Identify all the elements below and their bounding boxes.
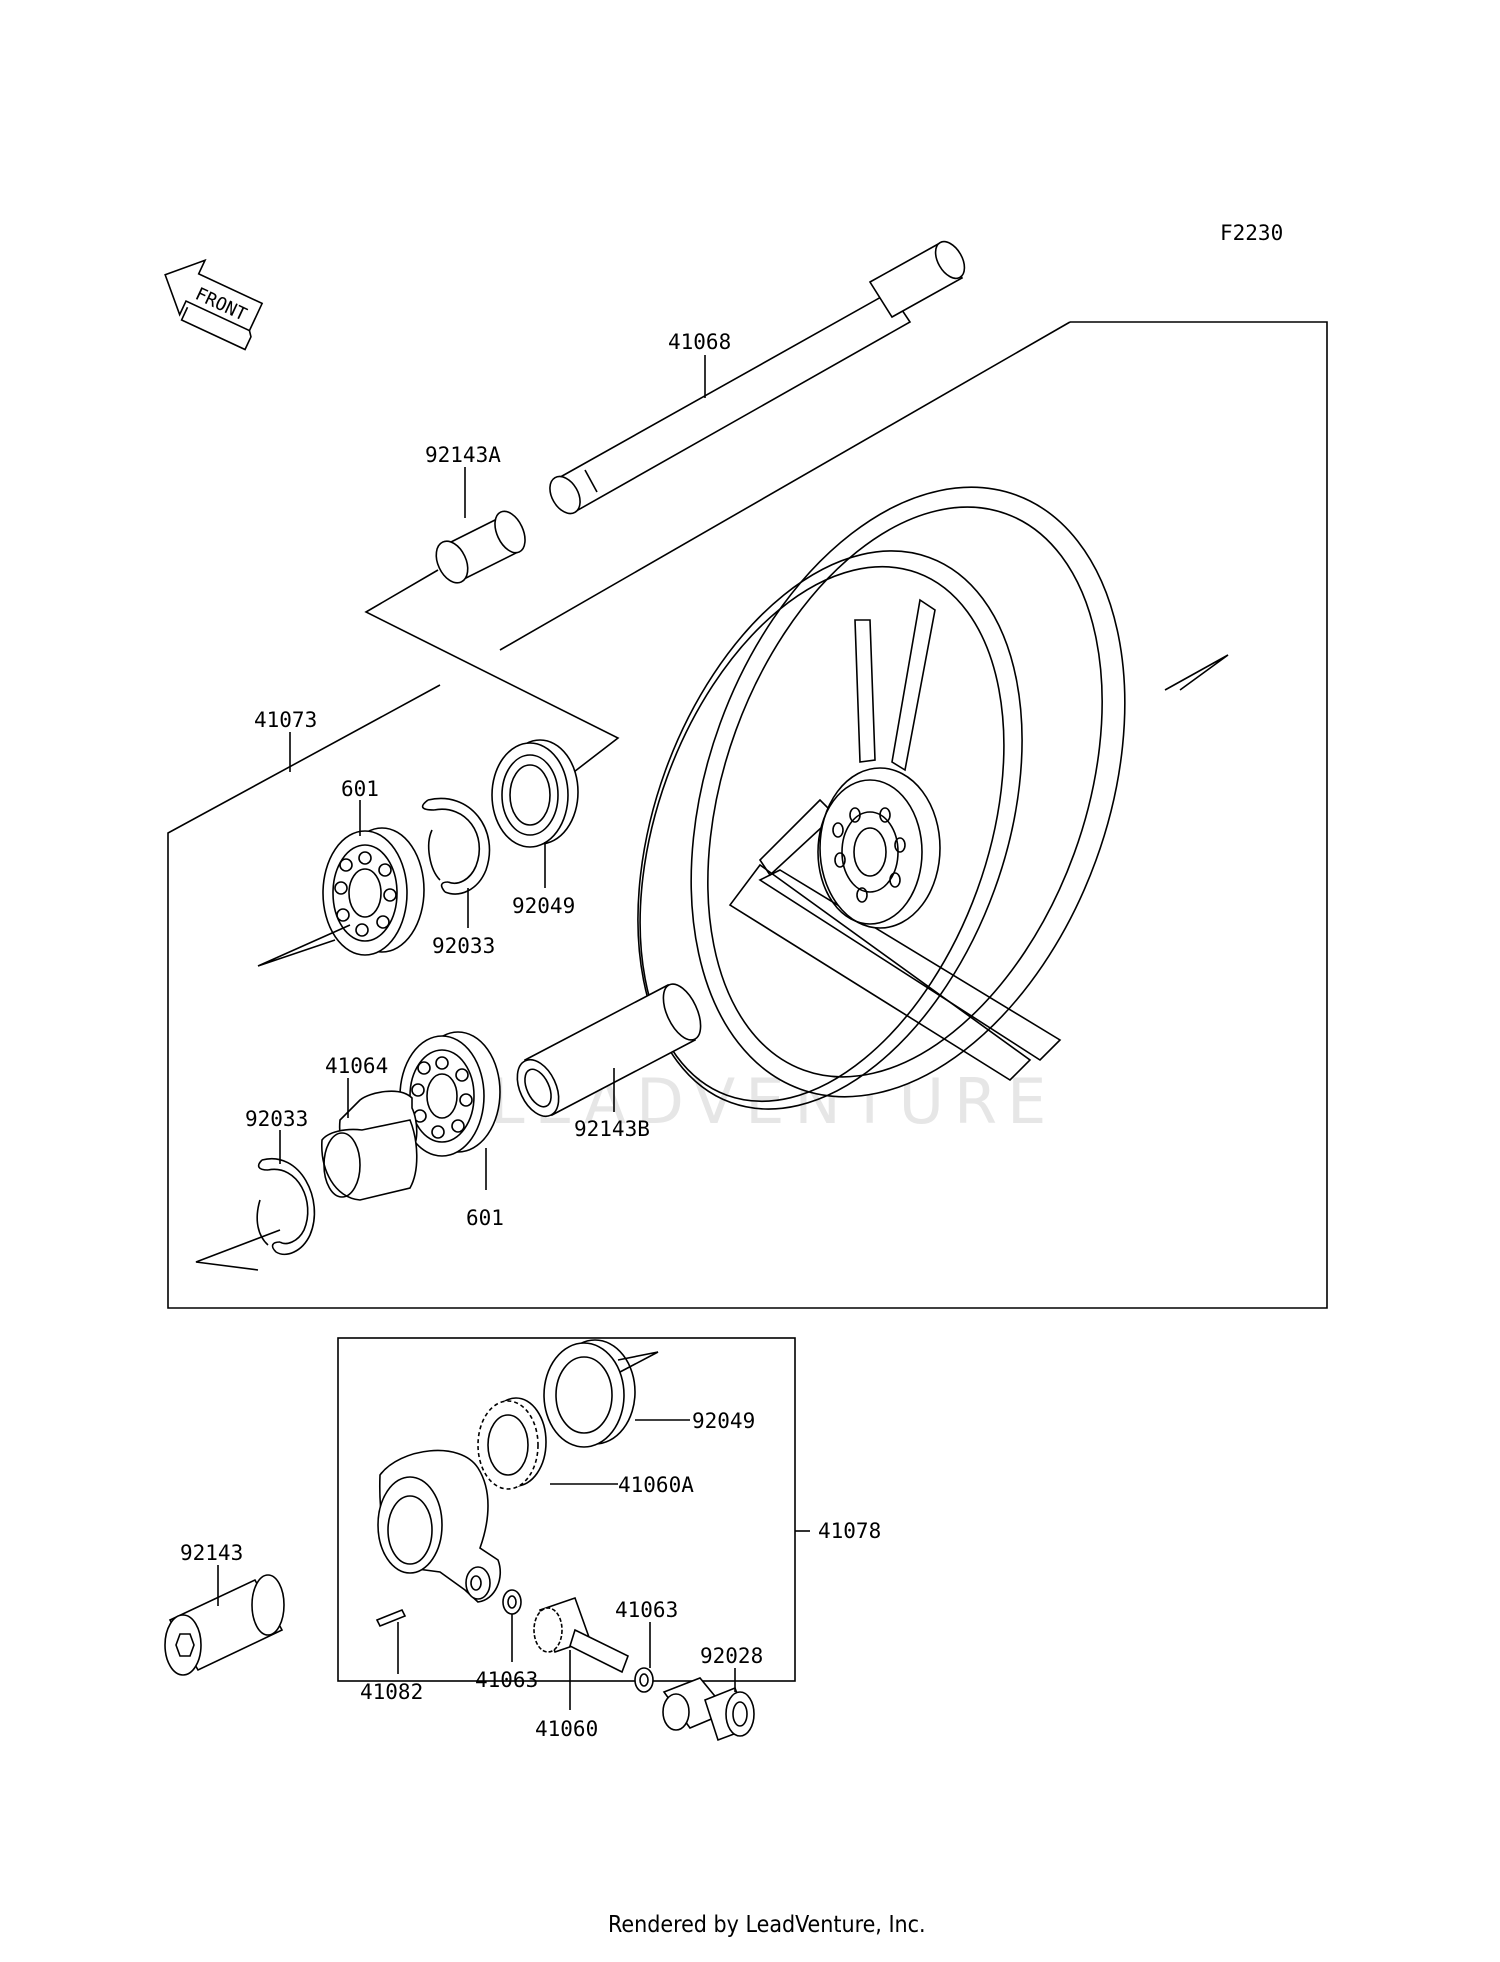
callout-92049-lower: 92049 — [692, 1409, 755, 1433]
diagram-code: F2230 — [1220, 221, 1283, 245]
collar-92143A — [435, 510, 526, 584]
callout-41078: 41078 — [818, 1519, 881, 1543]
front-wheel-rim — [637, 486, 1229, 1110]
callout-92143A: 92143A — [425, 443, 501, 467]
callout-41060: 41060 — [535, 1717, 598, 1741]
front-axle-41068 — [549, 240, 966, 515]
callout-41082: 41082 — [360, 1680, 423, 1704]
callout-41063-right: 41063 — [615, 1598, 678, 1622]
callout-92049-upper: 92049 — [512, 894, 575, 918]
callout-92033-lower: 92033 — [245, 1107, 308, 1131]
pinion-gear-41060 — [533, 1596, 630, 1674]
callout-41073: 41073 — [254, 708, 317, 732]
callout-92143B: 92143B — [574, 1117, 650, 1141]
callout-92028: 92028 — [700, 1644, 763, 1668]
wheel-assembly-outline — [167, 321, 1328, 1309]
callout-601-lower: 601 — [466, 1206, 504, 1230]
oil-seal-92049-lower — [543, 1339, 659, 1448]
collar-leader-outline — [364, 569, 620, 776]
bearing-601-lower — [399, 1031, 501, 1157]
front-direction-arrow-icon: FRONT — [164, 258, 264, 351]
callout-41063-left: 41063 — [475, 1668, 538, 1692]
callout-92033-upper: 92033 — [432, 934, 495, 958]
callout-601-upper: 601 — [341, 777, 379, 801]
bushing-92028 — [662, 1677, 755, 1742]
gear-41060A — [477, 1397, 547, 1490]
oil-seal-92049-upper — [491, 739, 579, 848]
speedometer-drive-41064 — [321, 1090, 418, 1201]
speedometer-gear-box — [337, 1337, 796, 1682]
washer-41063-right — [634, 1667, 654, 1693]
footer-credit: Rendered by LeadVenture, Inc. — [608, 1912, 926, 1938]
callout-92143: 92143 — [180, 1541, 243, 1565]
bearing-601-upper — [257, 827, 425, 967]
collar-92143B — [516, 983, 702, 1118]
circlip-92033-upper — [421, 797, 491, 895]
speedometer-gear-housing — [377, 1449, 502, 1603]
collar-92143 — [164, 1574, 285, 1676]
callout-41064: 41064 — [325, 1054, 388, 1078]
wheel-assembly-outline-top — [499, 321, 1071, 651]
callout-41060A: 41060A — [618, 1473, 694, 1497]
callout-41068: 41068 — [668, 330, 731, 354]
circlip-92033-lower — [195, 1157, 316, 1271]
washer-41063-left — [502, 1589, 522, 1615]
pin-41082 — [375, 1608, 407, 1628]
